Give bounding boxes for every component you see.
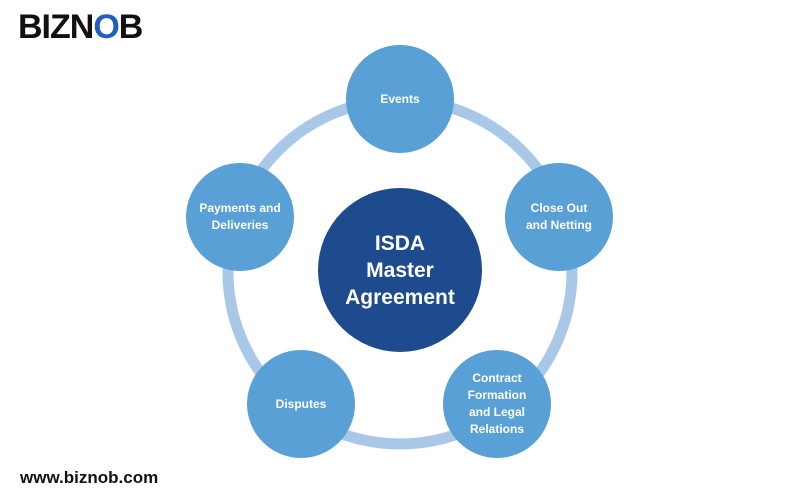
node-close-out [505,163,613,271]
center-node [318,188,482,352]
footer-url: www.biznob.com [20,468,159,487]
center-label: ISDA Master Agreement [345,231,455,309]
biznob-logo: BIZNOB [18,8,144,47]
node-label: Close Out and Netting [526,201,592,232]
logo-text: BIZN [18,8,94,46]
node-contract-formation [443,350,551,458]
node-disputes [247,350,355,458]
node-label: Payments and Deliveries [199,201,281,232]
node-label: Events [380,91,420,106]
node-label: Disputes [275,396,327,411]
node-payments [186,163,294,271]
logo-o: O [93,8,119,46]
node-label: Contract Formation and Legal Relations [467,371,527,436]
node-events [346,45,454,153]
logo-text-end: B [118,8,144,46]
